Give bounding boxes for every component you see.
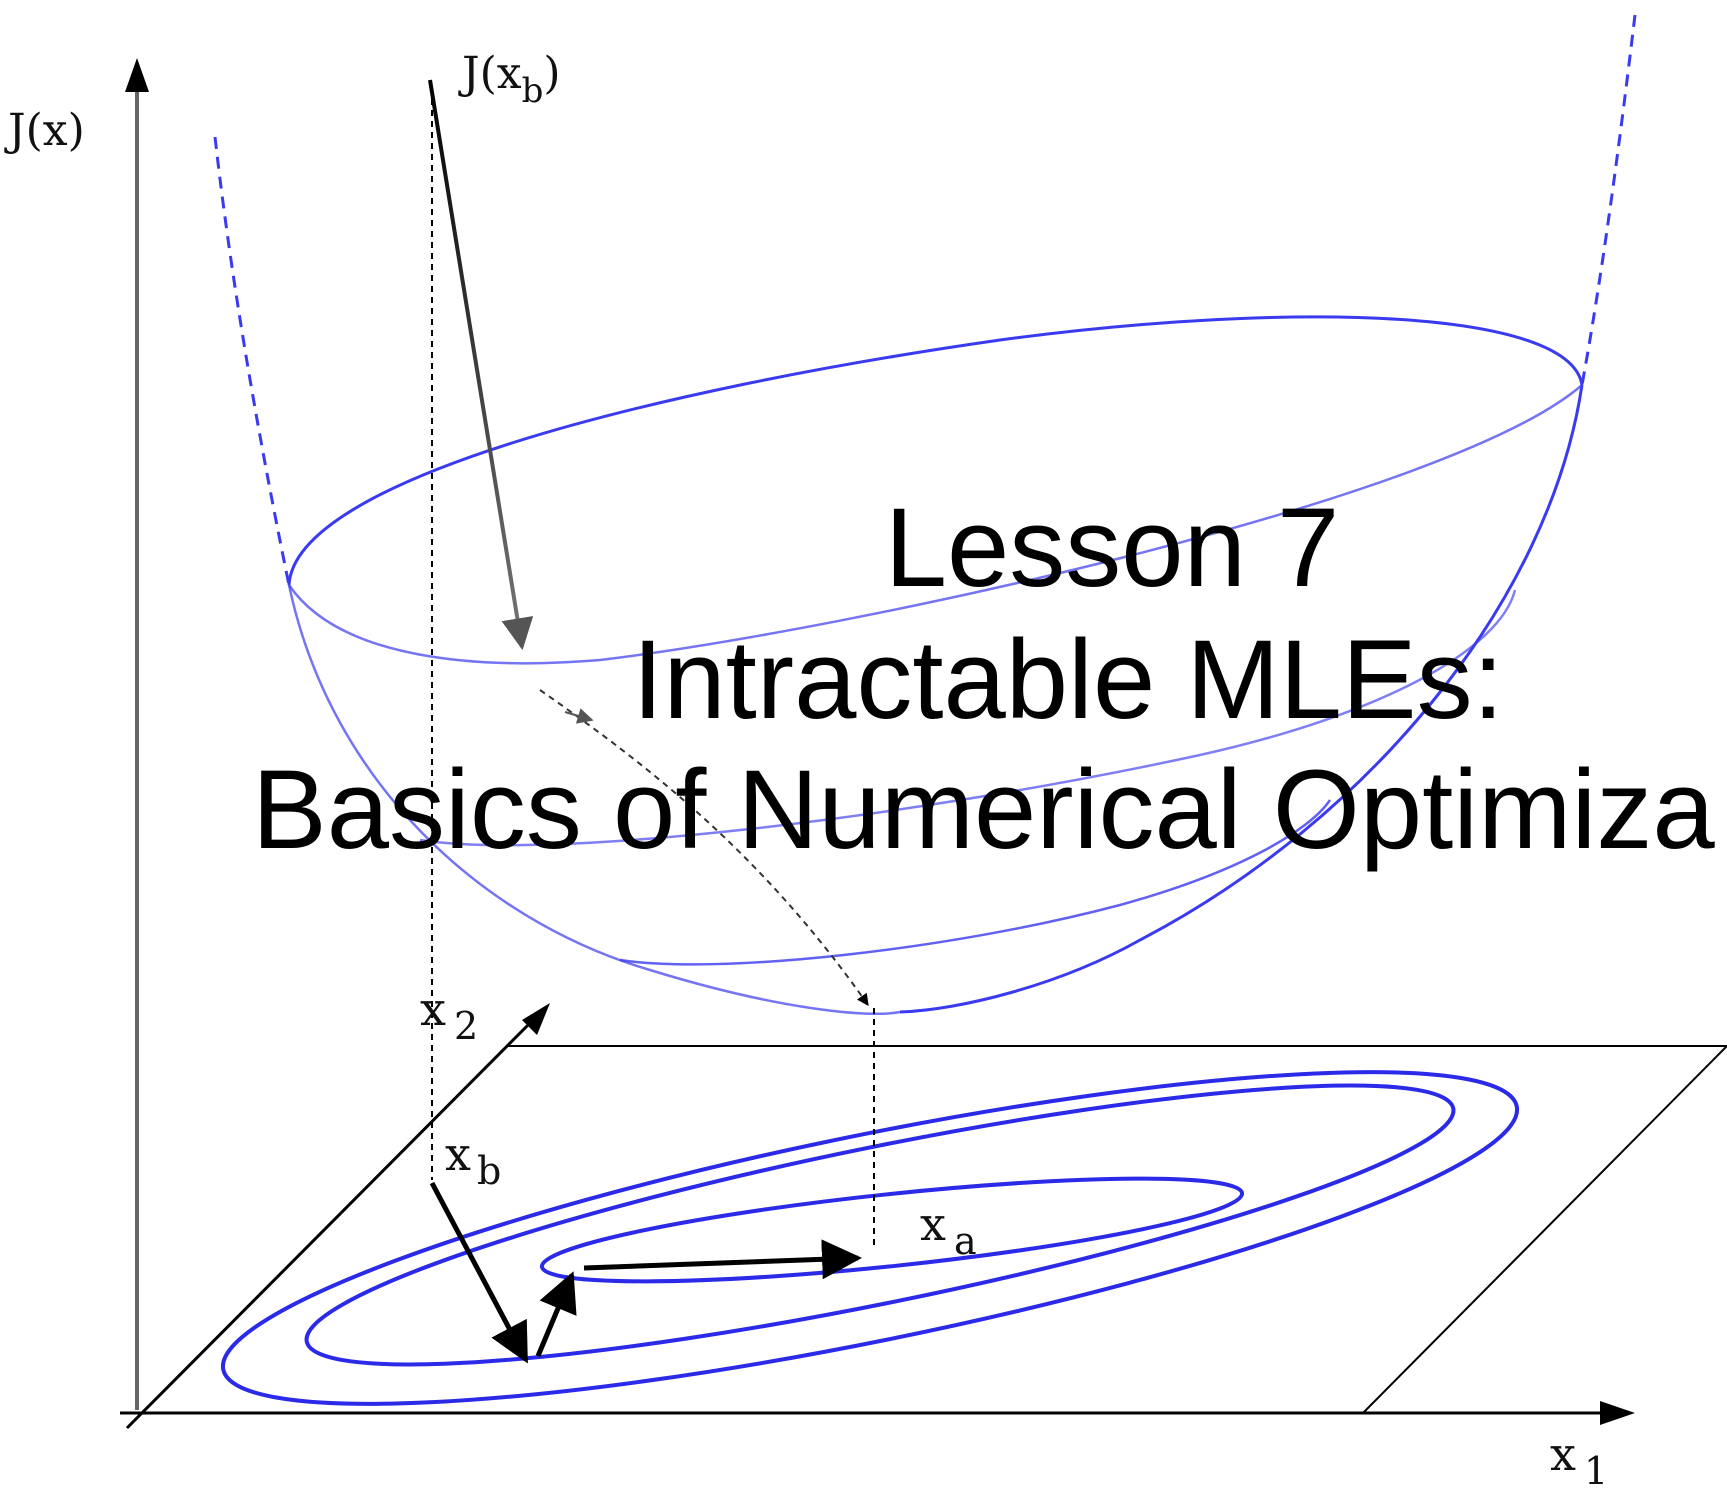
bowl-level-curve-1 bbox=[419, 589, 1517, 847]
x2-axis-arrowhead bbox=[522, 1003, 550, 1035]
x2-axis-line bbox=[125, 1011, 542, 1430]
contour-ellipses bbox=[220, 1070, 1520, 1406]
cost-surface-bowl bbox=[213, 14, 1637, 1016]
j-axis-arrowhead bbox=[125, 58, 149, 92]
title-line-2: Intractable MLEs: bbox=[632, 617, 1504, 742]
bowl-left-dashed bbox=[213, 136, 291, 586]
x1-axis-arrowhead bbox=[1600, 1401, 1635, 1425]
title-line-3: Basics of Numerical Optimiza bbox=[252, 747, 1715, 872]
contour-outer bbox=[220, 1070, 1520, 1406]
descent-steps bbox=[429, 1181, 862, 1364]
jxb-pointer-arrow bbox=[428, 79, 534, 651]
bowl-level-curve-2 bbox=[619, 799, 1332, 966]
bowl-rim-front bbox=[287, 384, 1583, 665]
descent-path-arrow-1 bbox=[564, 708, 594, 724]
bowl-right-side bbox=[899, 384, 1584, 1014]
step-arrow-2 bbox=[535, 1271, 577, 1357]
contour-middle bbox=[304, 1083, 1456, 1367]
slide-title: Lesson 7 Intractable MLEs: Basics of Num… bbox=[252, 485, 1715, 872]
bowl-right-dashed bbox=[1580, 14, 1637, 386]
projection-lines bbox=[431, 88, 875, 1248]
plane-right-edge bbox=[1362, 1045, 1727, 1414]
j-of-xb-label: J(xb) bbox=[458, 48, 561, 111]
title-line-1: Lesson 7 bbox=[885, 485, 1340, 610]
bowl-rim-back bbox=[287, 315, 1584, 586]
bowl-left-side bbox=[287, 584, 901, 1016]
j-axis-label: J(x) bbox=[4, 105, 85, 156]
step-arrow-1 bbox=[429, 1181, 529, 1364]
contour-inner bbox=[539, 1176, 1245, 1284]
step-arrow-3 bbox=[583, 1239, 862, 1280]
